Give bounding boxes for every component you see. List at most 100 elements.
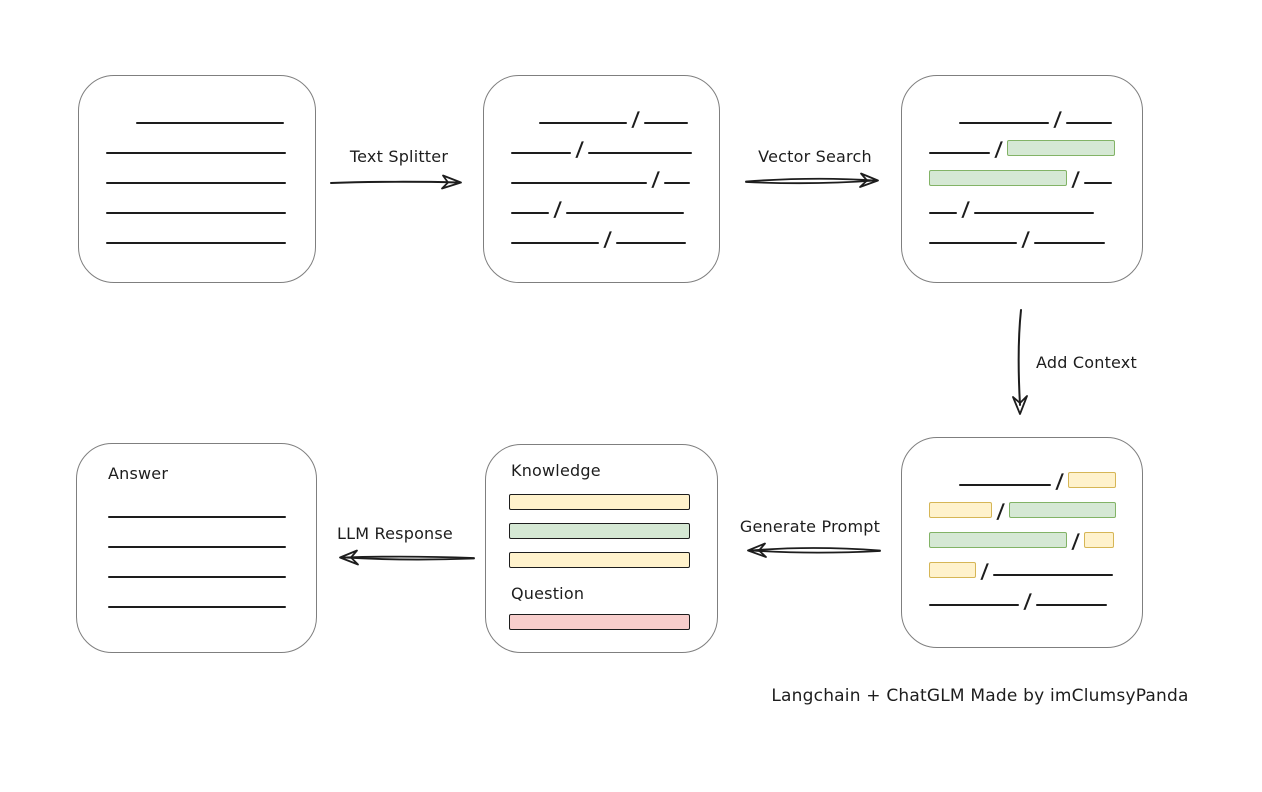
llm-response-label: LLM Response (337, 524, 453, 543)
slash-separator: / (651, 167, 661, 191)
llm-response-arrow: LLM Response (326, 524, 478, 574)
chunk-row: / (929, 546, 1116, 583)
chunk-row: / (511, 214, 693, 251)
indent-gap (511, 123, 539, 124)
question-bars (509, 614, 690, 643)
chunk-row: / (929, 516, 1116, 553)
slash-separator: / (995, 499, 1005, 523)
chunk-row (108, 578, 290, 608)
text-line (539, 122, 627, 124)
slash-separator: / (980, 559, 990, 583)
chunk-row: / (929, 124, 1116, 161)
chunk-row (106, 154, 289, 184)
chunk-row: / (929, 94, 1116, 131)
chunk-text-lines: / / / / / (511, 94, 693, 251)
matched-chunk-lines: ///// (929, 94, 1116, 251)
yellow-chunk-bar (1084, 532, 1115, 548)
chunk-row: / (929, 486, 1116, 523)
yellow-prompt-bar (509, 552, 690, 568)
text-line (108, 606, 286, 608)
answer-label: Answer (108, 464, 169, 483)
chunk-row: / (511, 184, 693, 221)
yellow-chunk-bar (929, 502, 992, 518)
down-arrow-icon (1012, 309, 1028, 415)
text-line (108, 546, 286, 548)
slash-separator: / (553, 197, 563, 221)
text-line (566, 212, 685, 214)
text-line (108, 516, 286, 518)
chunk-row (106, 124, 289, 154)
text-line (929, 604, 1019, 606)
text-line (136, 122, 284, 124)
text-line (993, 574, 1114, 576)
green-prompt-bar (509, 523, 690, 539)
slash-separator: / (603, 227, 613, 251)
text-line (959, 122, 1049, 124)
indent-gap (929, 485, 959, 486)
indent-gap (106, 123, 136, 124)
source-document-box (78, 75, 316, 283)
slash-separator: / (1053, 107, 1063, 131)
text-splitter-arrow: Text Splitter (330, 147, 470, 197)
diagram-caption: Langchain + ChatGLM Made by imClumsyPand… (771, 686, 1189, 706)
answer-box: Answer (76, 443, 317, 653)
context-chunks-box: ///// (901, 437, 1143, 648)
slash-separator: / (1021, 227, 1031, 251)
slash-separator: / (1023, 589, 1033, 613)
right-arrow-icon (330, 174, 462, 190)
text-line (1036, 604, 1108, 606)
text-line (106, 152, 286, 154)
text-line (958, 484, 1051, 486)
text-line (106, 212, 286, 214)
vector-search-label: Vector Search (758, 147, 872, 166)
text-line (664, 182, 691, 184)
chunk-row (108, 518, 290, 548)
split-chunks-box: / / / / / (483, 75, 720, 283)
chunk-row (108, 488, 290, 518)
text-line (511, 242, 599, 244)
knowledge-bars (509, 494, 690, 581)
green-chunk-bar (1008, 502, 1116, 518)
text-line (929, 212, 957, 214)
chunk-row: / (929, 456, 1116, 493)
text-line (929, 242, 1017, 244)
add-context-label: Add Context (1036, 353, 1137, 372)
chunk-row (108, 548, 290, 578)
text-line (511, 182, 647, 184)
yellow-chunk-bar (1068, 472, 1116, 488)
slash-separator: / (961, 197, 971, 221)
text-line (644, 122, 689, 124)
text-line (929, 152, 990, 154)
left-arrow-icon (747, 542, 881, 558)
red-prompt-bar (509, 614, 690, 630)
text-line (106, 182, 286, 184)
slash-separator: / (994, 137, 1004, 161)
chunk-row (106, 184, 289, 214)
chunk-row: / (511, 154, 693, 191)
green-chunk-bar (929, 532, 1067, 548)
knowledge-label: Knowledge (511, 461, 601, 480)
answer-text-lines (108, 488, 290, 608)
chunk-row: / (511, 94, 693, 131)
text-line (1034, 242, 1106, 244)
generate-prompt-arrow: Generate Prompt (736, 517, 884, 567)
text-line (108, 576, 286, 578)
text-line (616, 242, 687, 244)
yellow-chunk-bar (929, 562, 976, 578)
slash-separator: / (631, 107, 641, 131)
chunk-row (106, 94, 289, 124)
green-chunk-bar (1007, 140, 1116, 156)
vector-search-arrow: Vector Search (744, 147, 890, 197)
question-label: Question (511, 584, 585, 603)
document-text-lines (106, 94, 289, 244)
text-splitter-label: Text Splitter (349, 147, 449, 166)
right-arrow-icon (745, 172, 879, 188)
slash-separator: / (575, 137, 585, 161)
chunk-row: / (511, 124, 693, 161)
generate-prompt-label: Generate Prompt (739, 517, 881, 536)
chunk-row (106, 214, 289, 244)
text-line (511, 152, 571, 154)
vector-matched-chunks-box: ///// (901, 75, 1143, 283)
chunk-row: / (929, 184, 1116, 221)
